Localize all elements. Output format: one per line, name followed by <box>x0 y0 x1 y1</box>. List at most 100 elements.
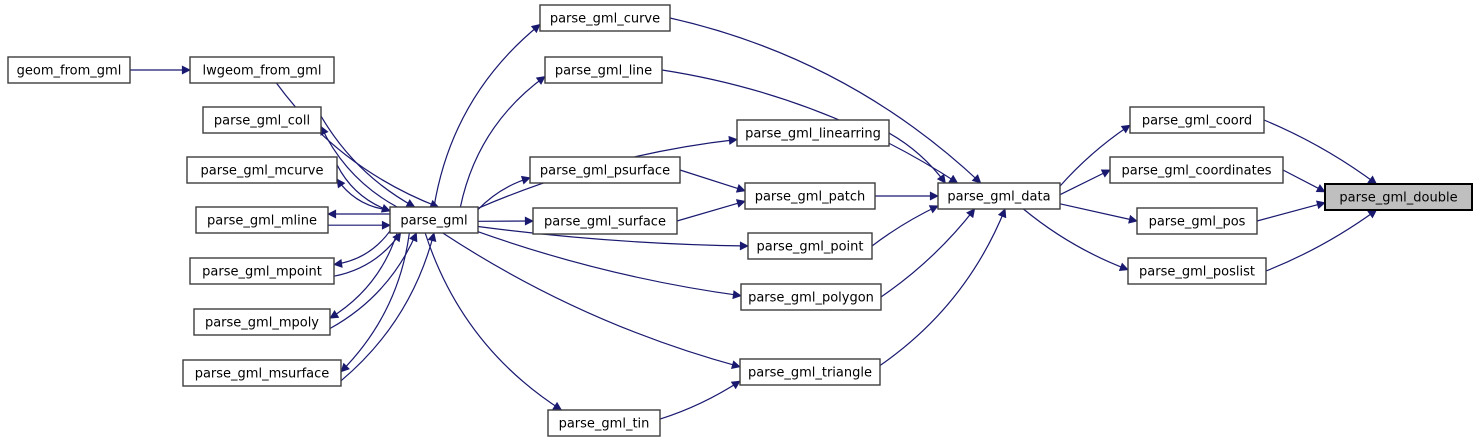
node-geom_from_gml[interactable]: geom_from_gml <box>7 56 131 84</box>
node-box <box>182 359 342 387</box>
node-box <box>937 182 1061 210</box>
edge-parse_gml_coord--parse_gml_double <box>1263 119 1378 185</box>
edge-parse_gml_mpoly--parse_gml <box>329 232 418 330</box>
edge-parse_gml_psurface--parse_gml_patch <box>679 169 746 193</box>
node-parse_gml_coll[interactable]: parse_gml_coll <box>202 106 322 134</box>
node-parse_gml_surface[interactable]: parse_gml_surface <box>532 207 678 235</box>
node-box <box>744 182 876 210</box>
edge-parse_gml--parse_gml_mpoly <box>329 232 398 319</box>
node-parse_gml_data[interactable]: parse_gml_data <box>937 182 1061 210</box>
node-box <box>1324 183 1473 211</box>
node-label: geom_from_gml <box>17 64 122 79</box>
edge-parse_gml_mpoint--parse_gml <box>333 232 402 277</box>
node-box <box>1129 106 1265 134</box>
node-box <box>539 4 671 32</box>
node-label: parse_gml_pos <box>1149 215 1246 230</box>
edge-parse_gml_data--parse_gml_pos <box>1059 203 1138 224</box>
node-label: parse_gml_data <box>947 190 1050 205</box>
edge-parse_gml--parse_gml_point <box>477 225 749 251</box>
node-box <box>189 257 335 285</box>
edge-parse_gml_data--parse_gml_poslist <box>1023 208 1129 272</box>
edge-parse_gml_data--parse_gml_coord <box>1059 124 1131 187</box>
nodes-layer: geom_from_gml lwgeom_from_gml parse_gml_co… <box>7 4 1473 437</box>
edge-parse_gml_msurface--parse_gml <box>340 232 437 382</box>
node-box <box>1127 257 1267 285</box>
node-label: parse_gml_coord <box>1142 114 1252 129</box>
node-label: parse_gml_mpoly <box>205 316 319 331</box>
node-label: parse_gml_curve <box>550 12 660 27</box>
node-box <box>193 308 331 336</box>
node-parse_gml_patch[interactable]: parse_gml_patch <box>744 182 876 210</box>
node-parse_gml_tin[interactable]: parse_gml_tin <box>547 409 661 437</box>
node-parse_gml[interactable]: parse_gml <box>389 206 479 234</box>
edge-parse_gml--parse_gml_triangle <box>442 232 741 370</box>
node-parse_gml_mcurve[interactable]: parse_gml_mcurve <box>186 156 338 184</box>
node-label: parse_gml_coll <box>214 114 310 129</box>
node-box <box>202 106 322 134</box>
node-box <box>529 156 681 184</box>
node-parse_gml_triangle[interactable]: parse_gml_triangle <box>739 358 881 386</box>
edge-parse_gml_coll--parse_gml <box>320 115 416 208</box>
node-box <box>389 206 479 234</box>
edge-parse_gml_data--parse_gml_coordinates <box>1059 169 1111 196</box>
edge-parse_gml_linearring--parse_gml_data <box>888 132 946 184</box>
node-parse_gml_curve[interactable]: parse_gml_curve <box>539 4 671 32</box>
node-label: parse_gml_poslist <box>1139 265 1255 280</box>
node-box <box>7 56 131 84</box>
node-box <box>1109 156 1284 184</box>
node-label: parse_gml_msurface <box>195 367 330 382</box>
edge-parse_gml--parse_gml_line <box>459 75 546 208</box>
node-label: parse_gml_point <box>756 240 863 255</box>
edge-lwgeom_from_gml--parse_gml <box>275 82 440 209</box>
node-parse_gml_mpoint[interactable]: parse_gml_mpoint <box>189 257 335 285</box>
node-parse_gml_poslist[interactable]: parse_gml_poslist <box>1127 257 1267 285</box>
node-parse_gml_point[interactable]: parse_gml_point <box>747 232 873 260</box>
edge-parse_gml_curve--parse_gml_data <box>669 17 982 184</box>
node-parse_gml_line[interactable]: parse_gml_line <box>544 56 663 84</box>
edge-parse_gml_line--parse_gml_data <box>661 69 959 184</box>
node-box <box>195 206 329 234</box>
node-box <box>544 56 663 84</box>
edge-parse_gml--parse_gml_polygon <box>477 231 742 300</box>
node-label: parse_gml_line <box>555 64 652 79</box>
node-parse_gml_msurface[interactable]: parse_gml_msurface <box>182 359 342 387</box>
edge-parse_gml_polygon--parse_gml_data <box>880 208 976 298</box>
edge-parse_gml_poslist--parse_gml_double <box>1265 209 1378 272</box>
node-label: parse_gml_coordinates <box>1122 164 1272 179</box>
edge-parse_gml--parse_gml_curve <box>433 23 541 208</box>
edge-parse_gml--parse_gml_coll <box>320 125 398 208</box>
node-label: parse_gml_linearring <box>745 127 881 142</box>
node-parse_gml_linearring[interactable]: parse_gml_linearring <box>736 119 890 147</box>
node-box <box>739 358 881 386</box>
node-lwgeom_from_gml[interactable]: lwgeom_from_gml <box>189 56 335 84</box>
edge-parse_gml_pos--parse_gml_double <box>1256 200 1326 222</box>
edge-parse_gml_mcurve--parse_gml <box>336 164 391 213</box>
node-parse_gml_coord[interactable]: parse_gml_coord <box>1129 106 1265 134</box>
node-label: parse_gml_tin <box>559 417 650 432</box>
node-label: parse_gml <box>400 214 467 229</box>
node-parse_gml_polygon[interactable]: parse_gml_polygon <box>740 283 882 311</box>
node-label: parse_gml_psurface <box>540 164 670 179</box>
node-box <box>1136 207 1258 235</box>
edge-parse_gml_triangle--parse_gml_data <box>879 208 1007 366</box>
node-label: parse_gml_mpoint <box>202 265 322 280</box>
node-label: lwgeom_from_gml <box>203 64 322 79</box>
node-parse_gml_mline[interactable]: parse_gml_mline <box>195 206 329 234</box>
node-label: parse_gml_triangle <box>748 366 872 381</box>
node-label: parse_gml_surface <box>544 215 666 230</box>
node-parse_gml_psurface[interactable]: parse_gml_psurface <box>529 156 681 184</box>
node-label: parse_gml_mcurve <box>201 164 324 179</box>
node-label: parse_gml_patch <box>755 190 866 205</box>
node-box <box>736 119 890 147</box>
node-box <box>186 156 338 184</box>
node-box <box>189 56 335 84</box>
node-label: parse_gml_mline <box>207 214 317 229</box>
node-parse_gml_double: parse_gml_double <box>1324 183 1473 211</box>
node-parse_gml_mpoly[interactable]: parse_gml_mpoly <box>193 308 331 336</box>
edges-layer <box>130 17 1378 420</box>
node-parse_gml_pos[interactable]: parse_gml_pos <box>1136 207 1258 235</box>
node-parse_gml_coordinates[interactable]: parse_gml_coordinates <box>1109 156 1284 184</box>
edge-parse_gml_coordinates--parse_gml_double <box>1282 169 1326 193</box>
